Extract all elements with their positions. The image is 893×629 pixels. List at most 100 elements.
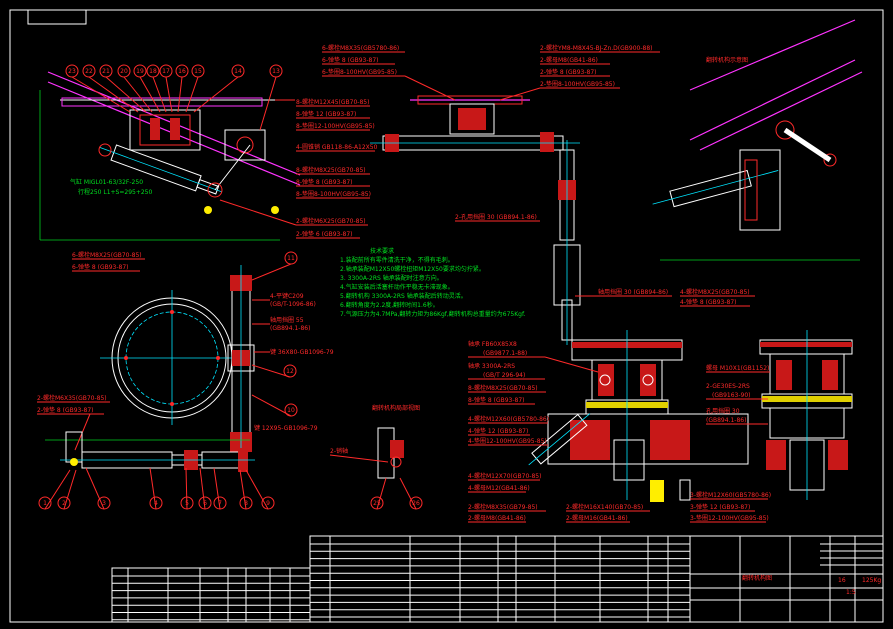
balloon-circle [191, 64, 205, 78]
callout-lower-left-1: 2-弹垫 8 (GB93-87) [37, 406, 94, 414]
title-weight: 125Kg [862, 577, 881, 584]
balloon-leader [251, 263, 292, 281]
balloon-label: 6 [203, 500, 207, 507]
balloon-circle [65, 64, 79, 78]
callout-top-5: 8-弹垫 8 (GB93-87) [296, 178, 353, 186]
balloon-label: 17 [162, 68, 170, 75]
callout-section-5: 8-弹垫 8 (GB93-87) [468, 396, 525, 404]
balloon-label: 26 [412, 500, 420, 507]
cylinder-note-0: 气缸 MIGL01-63/32F-250 [70, 178, 143, 186]
callout-top-6: 8-垫圈8-100HV(GB95-85) [296, 190, 371, 198]
balloon-label: 5 [185, 500, 189, 507]
balloon-circle [269, 64, 283, 78]
callout-far-right-3: 孔用挡圈 30 [706, 407, 740, 415]
callout-section-10: 4-螺母M12(GB41-86) [468, 484, 530, 492]
balloon-circle [57, 496, 71, 510]
callout-mid-right-0: 轴用挡圈 30 (GB894-86) [598, 288, 668, 296]
balloon-label: 19 [136, 68, 144, 75]
callout-right-top-2: 2-弹垫 8 (GB93-87) [540, 68, 597, 76]
balloon-label: 21 [102, 68, 110, 75]
balloon-leader [376, 477, 387, 510]
balloon-leader [88, 76, 139, 113]
balloon-label: 22 [85, 68, 93, 75]
balloon-label: 13 [272, 68, 280, 75]
key-lower: 键 12X95-GB1096-79 [254, 424, 318, 432]
callout-section-mid-0: 2-螺栓M16X140(GB70-85) [566, 503, 643, 511]
balloon-label: 18 [149, 68, 157, 75]
balloons-small: 25 26 [370, 477, 423, 510]
balloon-leader [185, 467, 188, 510]
callout-section-0: 轴承 FB60X85X8 [468, 340, 517, 348]
balloon-label: 23 [68, 68, 76, 75]
balloon-circle [146, 64, 160, 78]
callout-mid-right-2: 4-弹垫 8 (GB93-87) [680, 298, 737, 306]
callouts-top-left: 8-螺栓M12X45(GB70-85) 8-弹垫 12 (GB93-87) 8-… [70, 98, 378, 272]
balloon-circle [99, 64, 113, 78]
balloon-circle [213, 496, 227, 510]
callout-section-4: 8-螺栓M8X25(GB70-85) [468, 384, 538, 392]
balloon-circle [370, 496, 384, 510]
balloon-leader [259, 76, 277, 131]
balloon-circle [284, 251, 298, 265]
callout-section-right-1: 3-弹垫 12 (GB93-87) [690, 503, 750, 511]
callout-left-1: 6-弹垫 8 (GB93-87) [72, 263, 129, 271]
balloon-leader [213, 467, 221, 510]
balloon-circle [97, 496, 111, 510]
callout-lower-left-0: 2-螺栓M6X35(GB70-85) [37, 394, 107, 402]
callouts-wheel: 4-平键C209 (GB/T-1096-86) 轴用挡圈 55 (GB894.1… [37, 292, 334, 451]
balloon-circle [38, 496, 52, 510]
view-top-left [39, 71, 301, 241]
balloon-leader [199, 467, 206, 510]
callout-top-2: 8-垫圈12-100HV(GB95-85) [296, 122, 375, 130]
balloon-leader [105, 76, 147, 113]
callout-center-top-2: 6-垫圈8-100HV(GB95-85) [322, 68, 397, 76]
cylinder-note-1: 行程250 L1+S=295+250 [78, 188, 152, 196]
tech-req-2: 3. 3300A-2RS 轴承装配时注意方向。 [340, 274, 443, 282]
section-label: 翻转机构局部视图 [372, 404, 420, 412]
balloon-circle [231, 64, 245, 78]
balloon-leader [251, 364, 291, 378]
balloon-label: 4 [154, 500, 158, 507]
view-top-center: 6-螺栓M8X35(GB5780-86) 6-弹垫 8 (GB93-87) 6-… [322, 44, 660, 345]
view-small-section: 翻转机构局部视图 2-销轴 [329, 404, 420, 479]
balloon-circle [133, 64, 147, 78]
callout-right-top-1: 2-螺母M8(GB41-86) [540, 56, 598, 64]
balloon-circle [149, 496, 163, 510]
tech-requirements: 技术要求 1.装配前所有零件清洗干净，不得有毛刺。 2.轴承装配M12X50螺栓… [340, 247, 526, 318]
balloon-label: 12 [286, 368, 294, 375]
callout-far-right-4: (GB894.1-86) [706, 417, 746, 424]
balloon-circle [117, 64, 131, 78]
balloon-circle [159, 64, 173, 78]
balloon-label: 20 [120, 68, 128, 75]
balloon-leader [239, 469, 247, 510]
balloon-leader [85, 467, 105, 510]
balloon-leader [152, 76, 167, 113]
callout-section-7: 4-弹垫 12 (GB93-87) [468, 427, 528, 435]
callout-mid-1: 2-弹垫 6 (GB93-87) [296, 230, 353, 238]
callout-center-top-0: 6-螺栓M8X35(GB5780-86) [322, 44, 399, 52]
balloon-leader [193, 76, 239, 113]
balloon-circle [284, 403, 298, 417]
callout-far-right-2: (GB9163-90) [712, 392, 751, 399]
callout-section-11: 2-螺栓M8X35(GB79-85) [468, 503, 538, 511]
title-scale: 1:5 [846, 589, 856, 596]
callout-shaft-ring: 轴用挡圈 55 [270, 316, 304, 324]
tech-title: 技术要求 [370, 247, 394, 255]
callout-shaft-ring2: (GB894.1-86) [270, 325, 310, 332]
view-wheel [45, 265, 255, 470]
key-upper: 键 36X80-GB1096-79 [270, 348, 334, 356]
tech-req-0: 1.装配前所有零件清洗干净，不得有毛刺。 [340, 256, 454, 264]
balloon-leader [123, 76, 153, 113]
callout-left-0: 6-螺栓M8X25(GB70-85) [72, 251, 142, 259]
callout-right-top-3: 2-垫圈8-100HV(GB95-85) [540, 80, 615, 88]
balloon-label: 25 [373, 500, 381, 507]
balloon-label: 8 [244, 500, 248, 507]
balloon-leader [139, 76, 161, 113]
callout-key2: (GB/T-1096-86) [270, 301, 316, 308]
balloon-circle [175, 64, 189, 78]
callouts-section: 轴承 FB60X85X8 (GB9877.1-88) 轴承 3300A-2RS … [468, 340, 771, 523]
view-bottom-left [60, 431, 255, 472]
